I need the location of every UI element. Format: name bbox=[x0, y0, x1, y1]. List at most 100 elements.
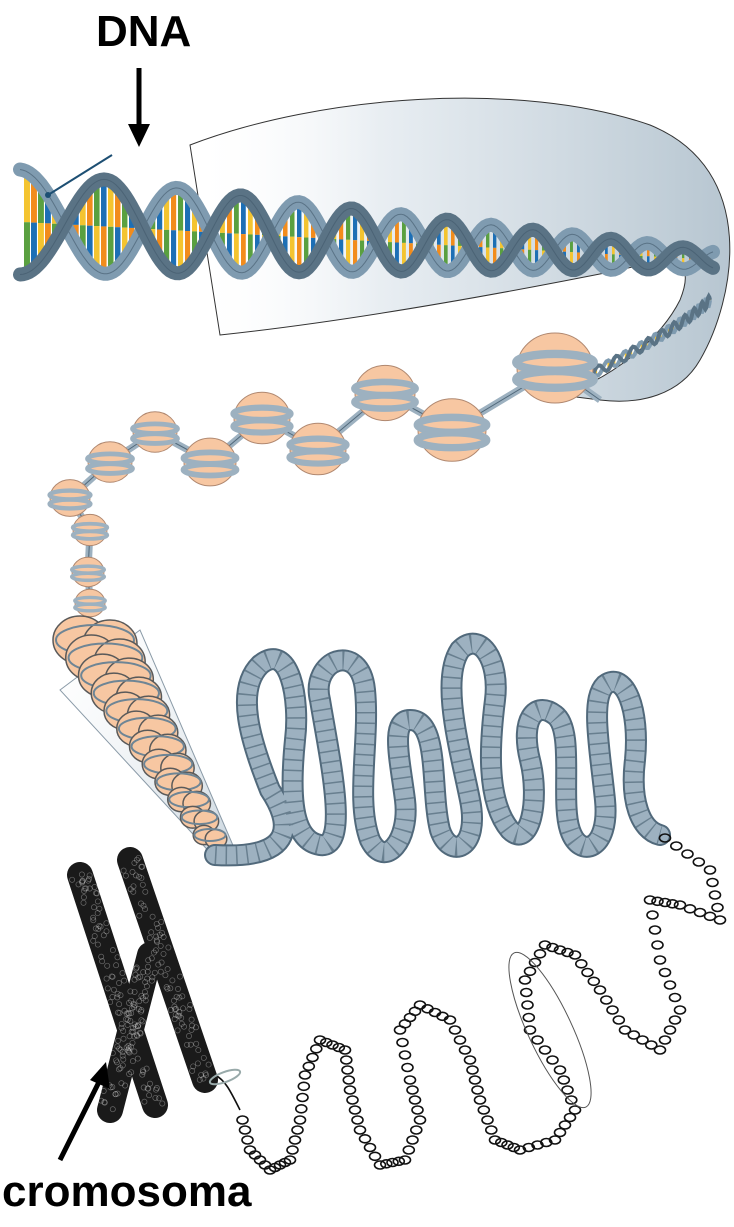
linker-strand-edge bbox=[70, 368, 600, 603]
coil-loop bbox=[342, 1066, 353, 1074]
coil-loop bbox=[341, 1056, 352, 1064]
coil-loop bbox=[667, 900, 678, 908]
arrow-down-icon bbox=[128, 68, 150, 147]
coil-loop bbox=[547, 1056, 558, 1064]
coil-loop bbox=[347, 1096, 358, 1104]
coil-loop bbox=[410, 1096, 421, 1104]
coil-loop bbox=[315, 1036, 326, 1044]
coil-loop bbox=[652, 941, 663, 949]
coil-loop bbox=[370, 1152, 381, 1160]
coil-loop bbox=[296, 1105, 307, 1113]
coil-loop bbox=[562, 1086, 573, 1094]
coil-loop bbox=[292, 1126, 303, 1134]
coil-loop bbox=[532, 1036, 543, 1044]
nucleosomes bbox=[50, 333, 594, 617]
coiled-chromatin-thread bbox=[215, 834, 726, 1174]
coil-loop bbox=[620, 1026, 631, 1034]
coil-loop bbox=[478, 1106, 489, 1114]
dna-label: DNA bbox=[96, 10, 191, 54]
coil-loop bbox=[655, 956, 666, 964]
linker-dna bbox=[70, 368, 600, 603]
coil-loop bbox=[411, 1126, 422, 1134]
coil-loop bbox=[660, 969, 671, 977]
coil-loop bbox=[707, 879, 718, 887]
coil-loop bbox=[300, 1071, 311, 1079]
coil-loop bbox=[670, 994, 681, 1002]
coil-loop bbox=[520, 976, 531, 984]
coil-loop bbox=[607, 1006, 618, 1014]
coil-loop bbox=[405, 1076, 416, 1084]
coil-loop bbox=[412, 1106, 423, 1114]
coil-loop bbox=[395, 1026, 406, 1034]
coil-loop bbox=[660, 1036, 671, 1044]
coil-loop bbox=[295, 1116, 306, 1124]
coil-loop bbox=[303, 1062, 314, 1070]
coil-loop bbox=[475, 1096, 486, 1104]
coil-loop bbox=[693, 858, 704, 866]
coil-loop bbox=[535, 950, 546, 958]
coil-loop bbox=[523, 1014, 534, 1022]
chromosome-label: cromosoma bbox=[2, 1170, 251, 1214]
coil-loop bbox=[712, 904, 723, 912]
coil-loop bbox=[595, 986, 606, 994]
coil-loop bbox=[675, 901, 686, 909]
coil-loop bbox=[650, 926, 661, 934]
nucleosome-stack bbox=[53, 616, 228, 858]
coil-loop bbox=[237, 1116, 248, 1124]
coil-loop bbox=[472, 1086, 483, 1094]
coil-loop bbox=[345, 1086, 356, 1094]
coil-loop bbox=[290, 1136, 301, 1144]
coil-loop bbox=[455, 1036, 466, 1044]
coil-loop bbox=[682, 850, 693, 858]
coil-loop bbox=[242, 1136, 253, 1144]
coil-loop bbox=[450, 1026, 461, 1034]
coil-loop bbox=[350, 1106, 361, 1114]
coil-loop bbox=[407, 1136, 418, 1144]
chromatin-fiber-loops bbox=[215, 644, 660, 856]
coil-loop bbox=[675, 1006, 686, 1014]
coil-loop bbox=[671, 842, 682, 850]
coil-loop bbox=[665, 1026, 676, 1034]
coil-loop bbox=[652, 897, 663, 905]
coil-loop bbox=[490, 1136, 501, 1144]
coil-loop bbox=[566, 1096, 577, 1104]
coil-loop bbox=[307, 1054, 318, 1062]
coil-loop bbox=[298, 1082, 309, 1090]
coil-loop bbox=[660, 899, 671, 907]
coil-loop bbox=[397, 1039, 408, 1047]
coil-loop bbox=[355, 1126, 366, 1134]
coil-loop bbox=[343, 1076, 354, 1084]
coil-loop bbox=[352, 1116, 363, 1124]
coil-loop bbox=[365, 1144, 376, 1152]
coil-loop bbox=[287, 1146, 298, 1154]
coil-loop bbox=[360, 1135, 371, 1143]
coil-loop bbox=[705, 866, 716, 874]
coil-loop bbox=[311, 1045, 322, 1053]
coil-loop bbox=[375, 1161, 386, 1169]
coil-loop bbox=[670, 1016, 681, 1024]
coil-loop bbox=[525, 967, 536, 975]
coil-loop bbox=[540, 1046, 551, 1054]
coil-loop bbox=[647, 911, 658, 919]
coil-loop bbox=[400, 1051, 411, 1059]
coil-loop bbox=[467, 1066, 478, 1074]
coil-loop bbox=[470, 1076, 481, 1084]
coil-sheath bbox=[494, 944, 606, 1117]
coil-loop bbox=[460, 1046, 471, 1054]
helix-marker-dot bbox=[45, 192, 51, 198]
coil-loop bbox=[665, 981, 676, 989]
coil-loop bbox=[240, 1126, 251, 1134]
coil-loop bbox=[582, 969, 593, 977]
coil-loop bbox=[407, 1086, 418, 1094]
coil-loop bbox=[415, 1116, 426, 1124]
coil-loop bbox=[555, 1066, 566, 1074]
chromosome-shape bbox=[70, 855, 242, 1111]
coil-loop bbox=[588, 977, 599, 985]
coil-loop bbox=[601, 996, 612, 1004]
coil-end bbox=[215, 1075, 240, 1110]
coil-loop bbox=[297, 1094, 308, 1102]
coil-loop bbox=[645, 896, 656, 904]
coil-loop bbox=[465, 1056, 476, 1064]
